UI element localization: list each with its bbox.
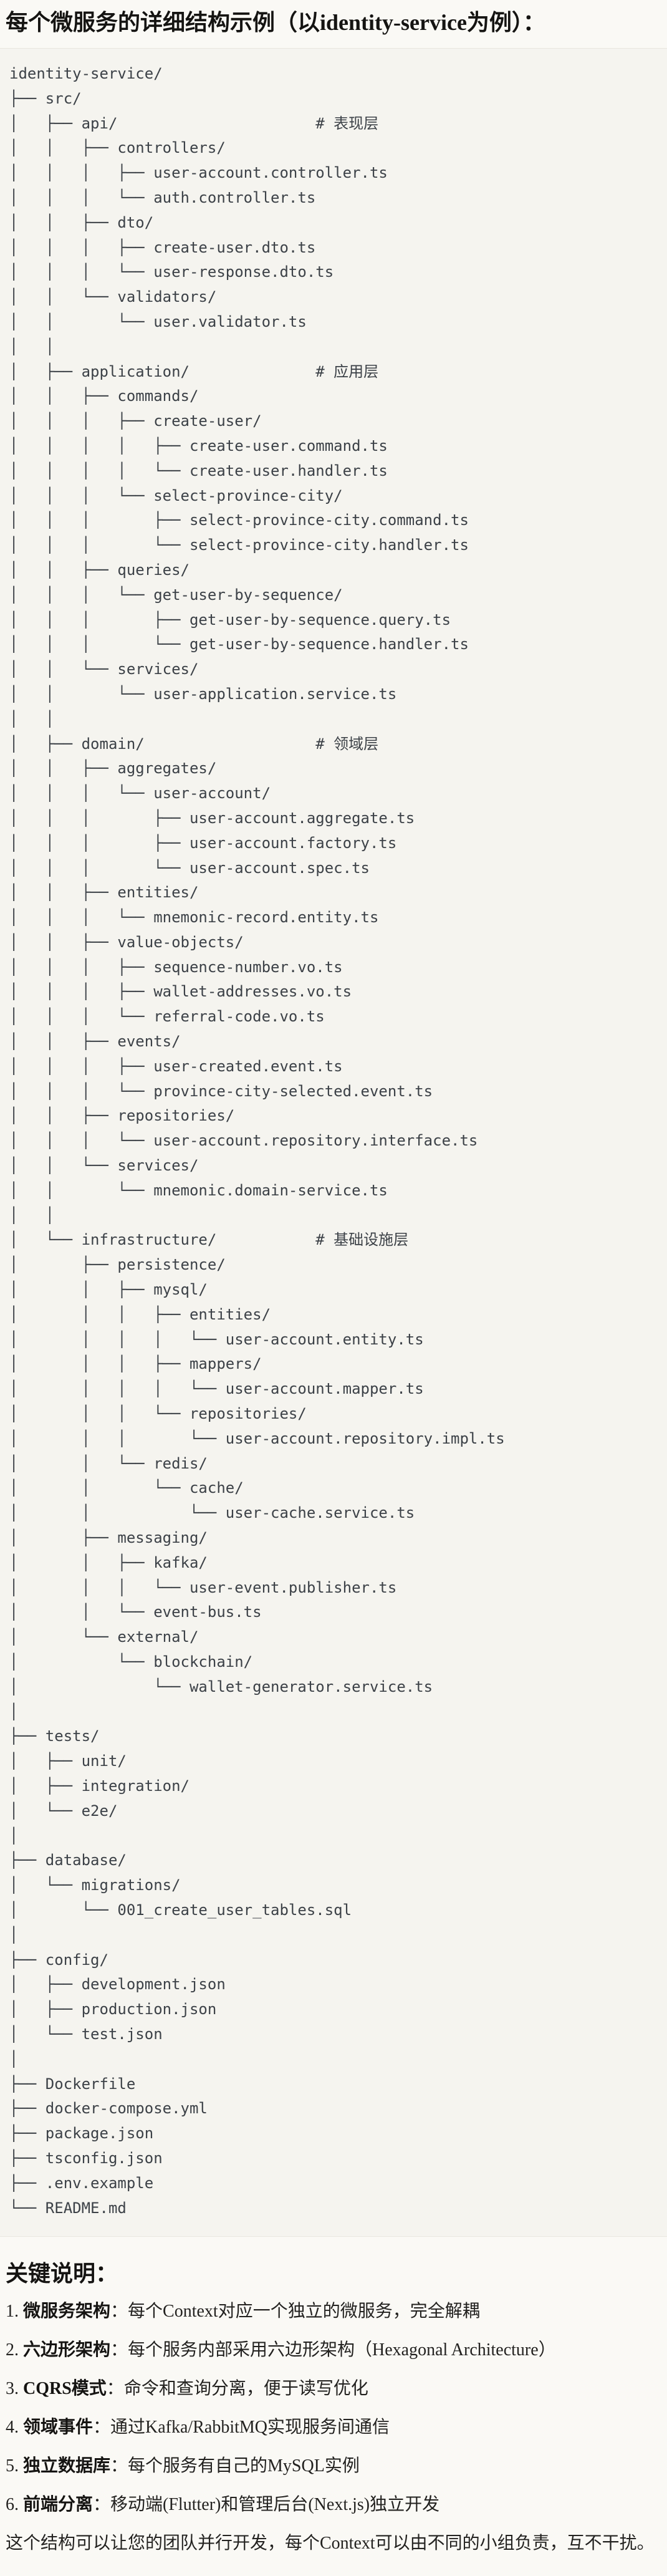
note-label: 六边形架构 [23,2340,111,2360]
note-item-cqrs: 3.CQRS模式：命令和查询分离，便于读写优化 [6,2376,658,2401]
note-separator: ： [110,2302,128,2322]
note-separator: ： [110,2340,128,2360]
note-text: 每个服务内部采用六边形架构（Hexagonal Architecture） [128,2340,556,2360]
page-title: 每个微服务的详细结构示例（以identity-service为例）： [6,10,545,35]
note-number: 2. [6,2340,19,2360]
note-item-domain-events: 4.领域事件：通过Kafka/RabbitMQ实现服务间通信 [6,2415,658,2440]
note-separator: ： [110,2456,128,2476]
note-label: 微服务架构 [23,2302,111,2322]
note-text: 命令和查询分离，便于读写优化 [123,2379,368,2399]
note-label: 前端分离 [23,2495,94,2515]
notes-list: 1.微服务架构：每个Context对应一个独立的微服务，完全解耦 2.六边形架构… [6,2299,658,2517]
note-separator: ： [106,2379,124,2399]
note-label: 独立数据库 [23,2456,111,2476]
note-item-hexagonal: 2.六边形架构：每个服务内部采用六边形架构（Hexagonal Architec… [6,2338,658,2363]
directory-tree: identity-service/ ├── src/ │ ├── api/ # … [9,65,505,2217]
note-text: 每个服务有自己的MySQL实例 [128,2456,360,2476]
note-number: 1. [6,2302,19,2322]
note-separator: ： [93,2495,111,2515]
note-item-microservice: 1.微服务架构：每个Context对应一个独立的微服务，完全解耦 [6,2299,658,2324]
note-number: 6. [6,2495,19,2515]
note-number: 3. [6,2379,19,2399]
note-text: 每个Context对应一个独立的微服务，完全解耦 [128,2302,480,2322]
note-label: 领域事件 [23,2418,94,2438]
note-item-frontend-split: 6.前端分离：移动端(Flutter)和管理后台(Next.js)独立开发 [6,2492,658,2517]
closing-paragraph: 这个结构可以让您的团队并行开发，每个Context可以由不同的小组负责，互不干扰… [6,2534,655,2554]
notes-heading: 关键说明： [6,2261,118,2287]
note-number: 4. [6,2418,19,2438]
note-text: 移动端(Flutter)和管理后台(Next.js)独立开发 [110,2495,440,2515]
note-number: 5. [6,2456,19,2476]
note-label: CQRS模式 [23,2379,107,2399]
note-separator: ： [93,2418,111,2438]
code-block: identity-service/ ├── src/ │ ├── api/ # … [0,48,667,2237]
note-text: 通过Kafka/RabbitMQ实现服务间通信 [110,2418,390,2438]
note-item-independent-db: 5.独立数据库：每个服务有自己的MySQL实例 [6,2454,658,2479]
